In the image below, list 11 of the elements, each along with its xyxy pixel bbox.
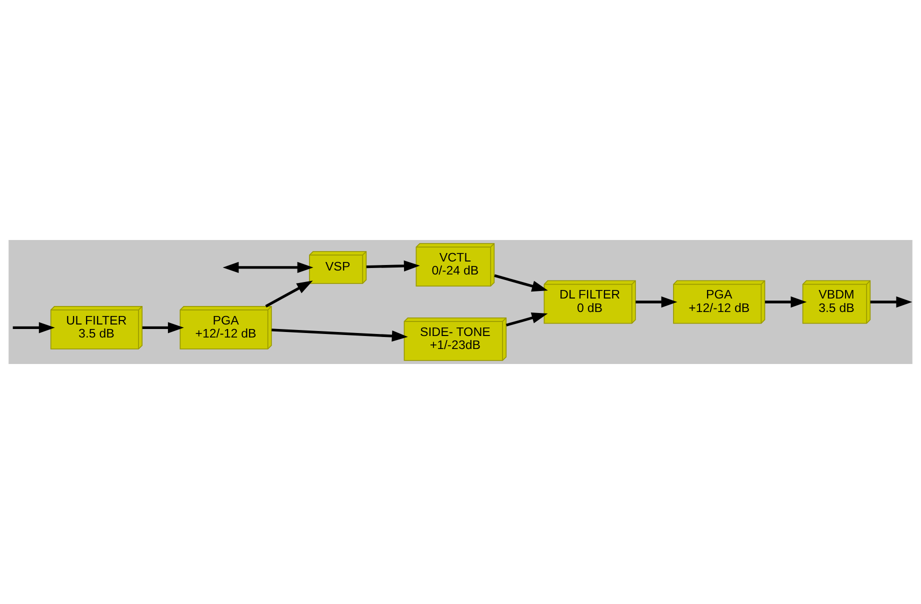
arrow [870,296,912,308]
arrow [272,328,408,342]
arrow [506,312,548,326]
arrow [366,260,420,272]
arrow [494,274,548,292]
arrow [12,322,55,334]
arrow [765,296,807,308]
arrow [636,296,678,308]
arrow [222,262,314,274]
arrow [142,322,184,334]
arrow [265,280,313,308]
